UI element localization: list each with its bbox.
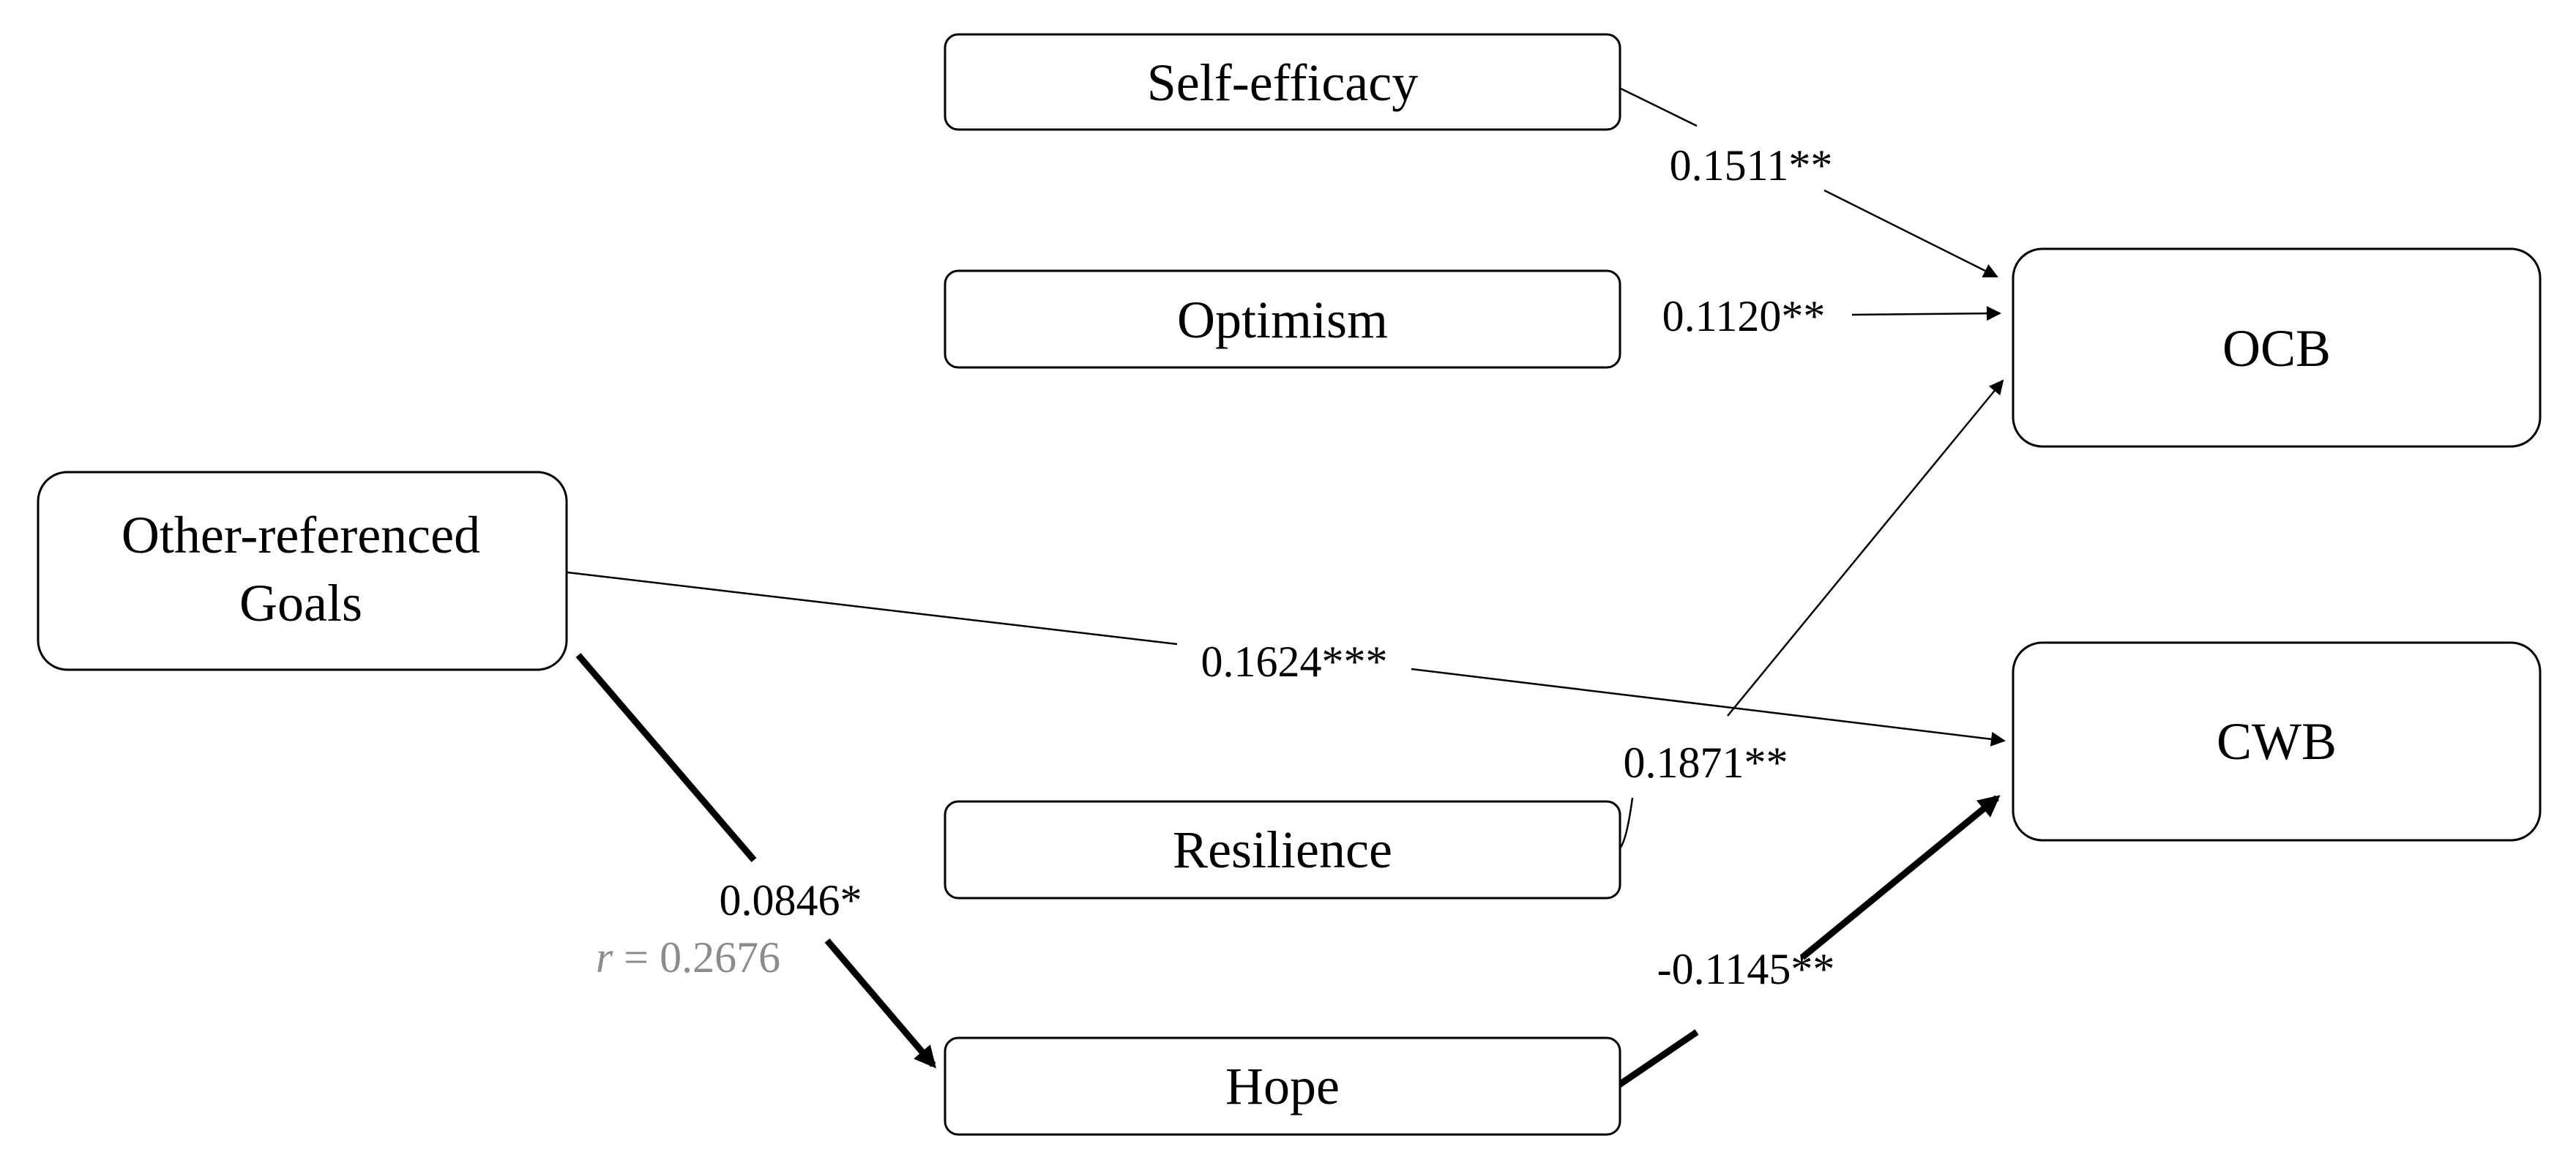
node-cwb: CWB	[2012, 641, 2542, 842]
resilience-to-ocb-coefficient: 0.1871**	[1624, 739, 1788, 787]
edge-self-efficacy-to-ocb	[1619, 86, 1998, 278]
self-efficacy-label: Self-efficacy	[1147, 53, 1418, 112]
node-optimism: Optimism	[944, 269, 1621, 369]
optimism-to-ocb-coefficient: 0.1120**	[1662, 292, 1826, 340]
hope-to-cwb-coefficient: -0.1145**	[1657, 945, 1835, 993]
correlation-symbol: r	[596, 933, 613, 982]
goals-label-line1: Other-referenced	[122, 506, 480, 564]
hope-label: Hope	[1225, 1057, 1340, 1115]
node-hope: Hope	[944, 1036, 1621, 1136]
edge-goals-to-hope	[575, 653, 936, 1069]
goals-to-cwb-coefficient: 0.1624***	[1201, 638, 1388, 686]
goals-label-line2: Goals	[239, 574, 362, 632]
cwb-label: CWB	[2217, 712, 2337, 771]
goals-to-hope-coefficient: 0.0846*	[720, 876, 862, 924]
edge-hope-to-cwb	[1617, 795, 2001, 1088]
ocb-label: OCB	[2222, 319, 2331, 378]
edge-goals-to-cwb	[567, 571, 2006, 747]
optimism-label: Optimism	[1177, 291, 1388, 349]
node-ocb: OCB	[2012, 247, 2542, 448]
correlation-value: = 0.2676	[613, 933, 780, 982]
node-resilience: Resilience	[944, 800, 1621, 900]
self-efficacy-to-ocb-coefficient: 0.1511**	[1670, 141, 1833, 190]
edge-optimism-to-ocb	[1851, 306, 2001, 321]
resilience-label: Resilience	[1173, 821, 1392, 879]
node-self-efficacy: Self-efficacy	[944, 33, 1621, 131]
node-other-referenced-goals: Other-referenced Goals	[37, 471, 568, 671]
correlation-label: r = 0.2676	[596, 933, 780, 982]
